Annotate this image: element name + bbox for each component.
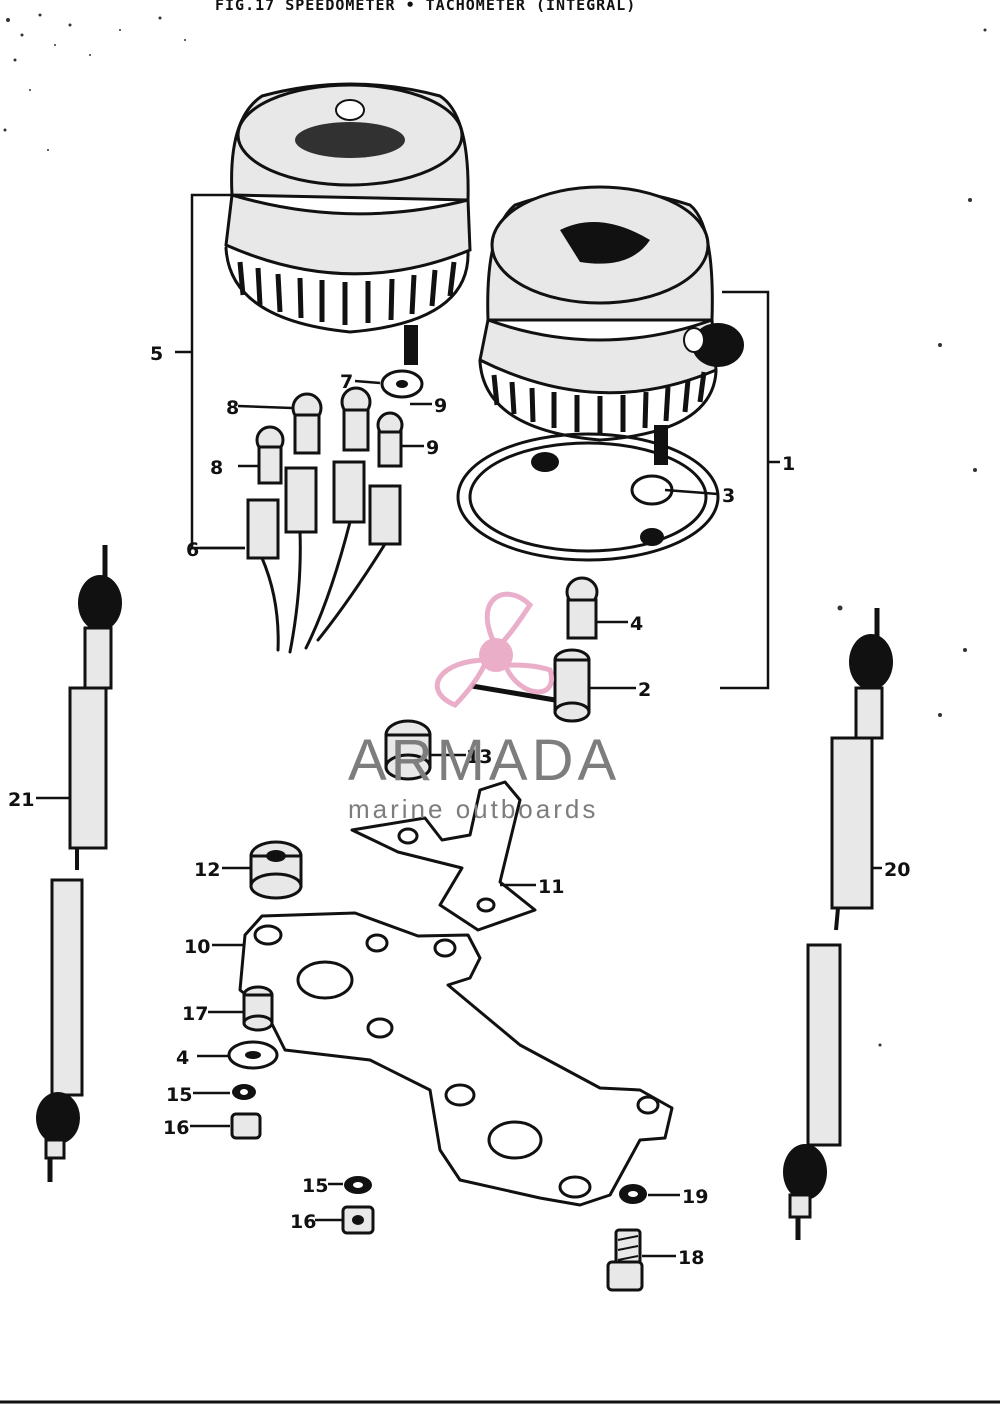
collar-17 — [242, 985, 274, 1032]
label-9b: 9 — [426, 437, 439, 459]
label-16b: 16 — [290, 1211, 316, 1233]
label-20: 20 — [884, 859, 910, 881]
socket-2 — [471, 648, 591, 723]
label-1: 1 — [782, 453, 795, 475]
label-6: 6 — [186, 539, 199, 561]
label-21: 21 — [8, 789, 34, 811]
label-15a: 15 — [166, 1084, 192, 1106]
armada-propeller-logo — [434, 591, 555, 708]
bulbs-8-9 — [255, 386, 404, 485]
label-10: 10 — [184, 936, 210, 958]
cable-20 — [783, 608, 893, 1240]
watermark-brand: ARMADA — [348, 728, 620, 793]
label-8a: 8 — [226, 397, 239, 419]
label-4b: 4 — [176, 1047, 189, 1069]
label-19: 19 — [682, 1186, 708, 1208]
label-3a: 3 — [722, 485, 735, 507]
cable-21 — [36, 545, 122, 1182]
washer-15-lower — [344, 1176, 372, 1194]
label-11: 11 — [538, 876, 564, 898]
label-2: 2 — [638, 679, 651, 701]
cap-13 — [384, 719, 432, 781]
label-9a: 9 — [434, 395, 447, 417]
speedometer-meter — [478, 185, 744, 465]
part-labels: 5 1 3 7 8 8 9 9 6 4 2 13 11 12 10 17 4 1… — [8, 343, 910, 1269]
bracket-1 — [720, 290, 770, 690]
watermark-tagline: marine outboards — [348, 794, 598, 824]
bracket-plate-10 — [238, 911, 674, 1207]
label-4a: 4 — [630, 613, 643, 635]
meter-base-ring — [456, 432, 720, 562]
socket-harness-6 — [246, 460, 402, 654]
bulb-4-upper — [565, 576, 599, 640]
label-13: 13 — [466, 746, 492, 768]
tachometer-meter — [224, 82, 472, 365]
label-12: 12 — [194, 859, 220, 881]
leader-lines — [36, 350, 882, 1258]
label-18: 18 — [678, 1247, 704, 1269]
label-5: 5 — [150, 343, 163, 365]
label-16a: 16 — [163, 1117, 189, 1139]
label-15b: 15 — [302, 1175, 328, 1197]
bushing-12 — [249, 840, 303, 900]
figure-header: FIG.17 SPEEDOMETER • TACHOMETER (INTEGRA… — [215, 0, 636, 14]
scan-noise — [3, 13, 987, 1047]
bracket-11 — [350, 780, 537, 932]
label-8b: 8 — [210, 457, 223, 479]
label-17: 17 — [182, 1003, 208, 1025]
washer-19 — [619, 1184, 647, 1204]
grommet-7 — [380, 369, 424, 399]
nut-16-upper — [230, 1112, 262, 1140]
nut-16-lower — [341, 1205, 375, 1235]
washer-15-upper — [232, 1084, 256, 1100]
label-7: 7 — [340, 371, 353, 393]
washer-14 — [227, 1040, 279, 1070]
bolt-18 — [606, 1228, 644, 1292]
